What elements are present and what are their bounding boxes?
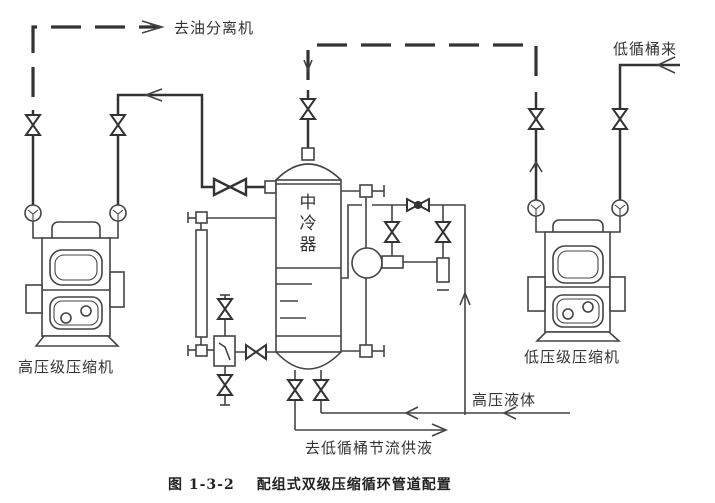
low-stage-compressor [527, 199, 629, 342]
figure-title: 配组式双级压缩循环管道配置 [256, 477, 452, 493]
valve-icon [217, 374, 233, 396]
valve-icon [217, 298, 233, 320]
valve-icon [612, 108, 628, 130]
arrow-left-icon [656, 56, 676, 74]
arrow-up-icon [459, 290, 471, 306]
figure-number: 图 1-3-2 [168, 477, 235, 493]
high-stage-lines [25, 88, 277, 205]
valve-icon [110, 114, 126, 136]
oil-separator-dashed-line [31, 20, 165, 97]
arrow-right-icon [141, 20, 165, 34]
high-stage-compressor [24, 204, 127, 347]
figure-caption: 图 1-3-2 配组式双级压缩循环管道配置 [168, 474, 452, 494]
solenoid-valve-icon [406, 197, 430, 213]
valve-icon [528, 108, 544, 130]
bottom-liquid-lines [287, 370, 570, 437]
arrow-left-icon [143, 88, 163, 102]
arrow-down-icon [303, 59, 313, 73]
intercooler-label: 中 冷 器 [298, 193, 318, 256]
valve-icon [25, 114, 41, 136]
intercooler-label-char: 器 [299, 235, 317, 255]
from-low-circ-barrel-label: 低循桶来 [613, 40, 678, 58]
arrow-up-icon [529, 160, 543, 173]
intercooler-label-char: 冷 [299, 214, 317, 234]
valve-icon [245, 344, 267, 360]
high-stage-compressor-label: 高压级压缩机 [18, 358, 115, 376]
low-stage-compressor-label: 低压级压缩机 [524, 348, 621, 366]
arrow-left-icon [404, 406, 419, 420]
valve-icon [287, 379, 303, 401]
to-oil-separator-label: 去油分离机 [174, 19, 255, 37]
valve-icon [384, 221, 400, 243]
intercooler-label-char: 中 [299, 193, 317, 213]
valve-icon [313, 379, 329, 401]
level-gauge-assembly [187, 211, 276, 406]
intercooler-vessel [275, 163, 342, 370]
high-pressure-liquid-label: 高压液体 [472, 391, 537, 409]
to-low-circ-barrel-throttle-label: 去低循桶节流供液 [305, 439, 434, 457]
valve-icon [300, 98, 316, 120]
valve-icon [212, 177, 248, 197]
low-discharge-dashed-line [300, 43, 544, 200]
low-circ-barrel-line [612, 56, 680, 200]
arrow-left-icon [502, 406, 517, 420]
arrow-right-icon [431, 423, 449, 437]
float-valve-assembly [341, 184, 471, 415]
valve-icon [435, 221, 451, 243]
